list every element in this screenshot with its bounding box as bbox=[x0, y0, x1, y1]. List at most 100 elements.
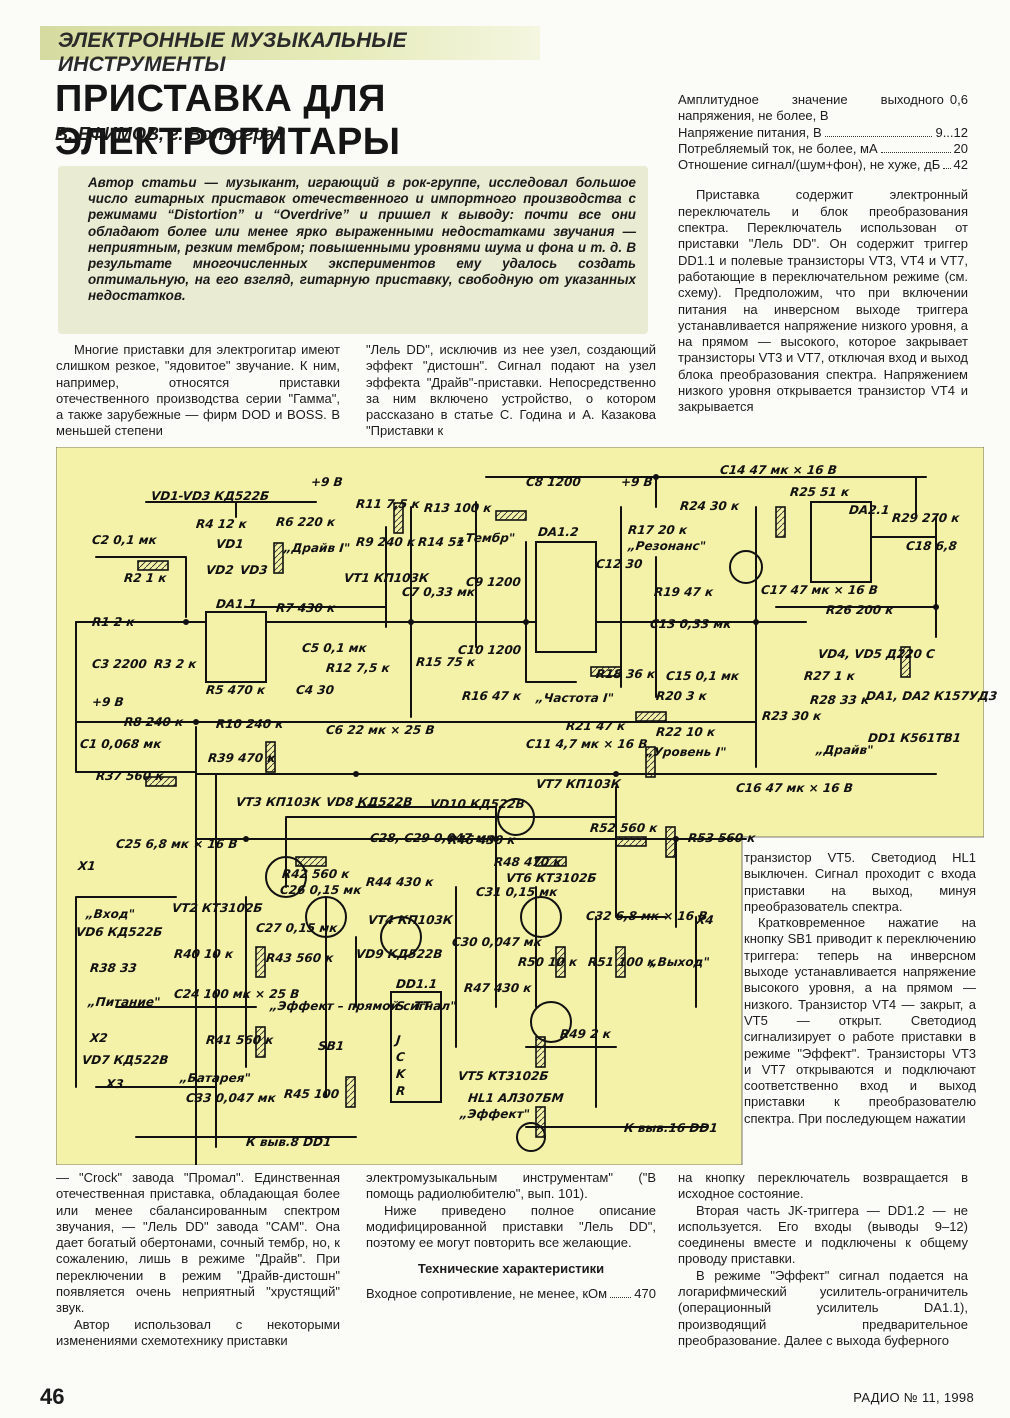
schematic-label: +9 В bbox=[620, 475, 654, 489]
schematic-label: R5 470 к bbox=[205, 683, 266, 697]
paragraph: Вторая часть JK-триггера — DD1.2 — не ис… bbox=[678, 1202, 968, 1267]
schematic-label: +9 В bbox=[91, 695, 125, 709]
column-3-bottom: на кнопку переключатель возвращается в и… bbox=[678, 1170, 968, 1349]
schematic-label: VT3 КП103К bbox=[235, 795, 322, 809]
schematic-label: C6 22 мк × 25 В bbox=[325, 723, 436, 737]
schematic-label: „Вход" bbox=[85, 907, 136, 921]
schematic-label: C31 0,15 мк bbox=[475, 885, 559, 899]
schematic-label: R25 51 к bbox=[789, 485, 850, 499]
schematic-label: DA1.2 bbox=[537, 525, 580, 539]
schematic-label: C27 0,15 мк bbox=[255, 921, 339, 935]
dd1-pin-label: TT bbox=[413, 999, 432, 1013]
schematic-label: R49 2 к bbox=[559, 1027, 612, 1041]
schematic-label: R19 47 к bbox=[653, 585, 714, 599]
paragraph: — "Crock" завода "Промал". Единственная … bbox=[56, 1170, 340, 1316]
schematic-label: „Выход" bbox=[649, 955, 711, 969]
paragraph: Приставка содержит электронный переключа… bbox=[678, 187, 968, 415]
schematic-label: C16 47 мк × 16 В bbox=[735, 781, 854, 795]
schematic-label: C14 47 мк × 16 В bbox=[719, 463, 838, 477]
spec-value: 470 bbox=[634, 1285, 656, 1301]
dd1-pin-label: S bbox=[395, 999, 406, 1013]
schematic-label: C9 1200 bbox=[465, 575, 522, 589]
schematic-label: VT1 КП103К bbox=[343, 571, 430, 585]
schematic-label: C1 0,068 мк bbox=[79, 737, 163, 751]
schematic-label: C30 0,047 мк bbox=[451, 935, 543, 949]
schematic-label: R13 100 к bbox=[423, 501, 493, 515]
schematic-label: VD4, VD5 Д220 С bbox=[817, 647, 936, 661]
schematic-label: VT2 КТ3102Б bbox=[171, 901, 264, 915]
schematic-label: К выв.16 DD1 bbox=[623, 1121, 719, 1135]
dd1-pin-label: R bbox=[395, 1084, 406, 1098]
schematic-label: „Резонанс" bbox=[627, 539, 707, 553]
article-title: ПРИСТАВКА ДЛЯ ЭЛЕКТРОГИТАРЫ bbox=[55, 78, 401, 163]
spec-dots bbox=[943, 168, 951, 170]
schematic-label: VT4 КП103К bbox=[367, 913, 454, 927]
schematic-label: C18 6,8 bbox=[905, 539, 958, 553]
schematic-label: C12 30 bbox=[595, 557, 644, 571]
spec-row: Входное сопротивление, не менее, кОм 470 bbox=[366, 1286, 656, 1302]
schematic-label: C10 1200 bbox=[457, 643, 522, 657]
schematic-label: C25 6,8 мк × 16 В bbox=[115, 837, 239, 851]
spec-value: 9...12 bbox=[935, 124, 968, 140]
schematic-label: „Частота I" bbox=[535, 691, 615, 705]
schematic-label: R7 430 к bbox=[275, 601, 336, 615]
schematic-label: R27 1 к bbox=[803, 669, 856, 683]
schematic-label: R24 30 к bbox=[679, 499, 740, 513]
spec-row: Потребляемый ток, не более, мА 20 bbox=[678, 141, 968, 157]
schematic-label: C8 1200 bbox=[525, 475, 582, 489]
spec-label: Амплитудное значение выходного напряжени… bbox=[678, 92, 944, 124]
schematic-label: R38 33 bbox=[89, 961, 138, 975]
schematic-label: VD1-VD3 КД522Б bbox=[150, 489, 270, 503]
schematic-label: R44 430 к bbox=[365, 875, 435, 889]
schematic-label: К выв.8 DD1 bbox=[245, 1135, 333, 1149]
schematic-label: R50 10 к bbox=[517, 955, 578, 969]
spec-value: 20 bbox=[953, 140, 968, 156]
schematic-label: VD1 bbox=[215, 537, 245, 551]
schematic-label: R23 30 к bbox=[761, 709, 822, 723]
schematic-label: R6 220 к bbox=[275, 515, 336, 529]
paragraph: электромузыкальным инструментам" ("В пом… bbox=[366, 1170, 656, 1202]
schematic-label: R53 560 к bbox=[687, 831, 757, 845]
schematic-label: X1 bbox=[77, 859, 97, 873]
schematic-label: R8 240 к bbox=[123, 715, 184, 729]
column-2-bottom: электромузыкальным инструментам" ("В пом… bbox=[366, 1170, 656, 1302]
paragraph: на кнопку переключатель возвращается в и… bbox=[678, 1170, 968, 1202]
section-title: ЭЛЕКТРОННЫЕ МУЗЫКАЛЬНЫЕ ИНСТРУМЕНТЫ bbox=[58, 29, 407, 76]
schematic-label: DD1.1 bbox=[395, 977, 438, 991]
spec-dots bbox=[824, 135, 933, 137]
circuit-schematic: VD1-VD3 КД522Б +9 В R11 7,5 к R13 100 к … bbox=[56, 447, 998, 1165]
schematic-label: „Тембр" bbox=[457, 531, 516, 545]
schematic-label: R43 560 к bbox=[265, 951, 335, 965]
schematic-label: VD7 КД522В bbox=[81, 1053, 170, 1067]
schematic-label: VD9 КД522В bbox=[355, 947, 444, 961]
schematic-label: R11 7,5 к bbox=[355, 497, 421, 511]
schematic-label: R28 33 к bbox=[809, 693, 870, 707]
paragraph: Многие приставки для электрогитар имеют … bbox=[56, 342, 340, 439]
schematic-label: C26 0,15 мк bbox=[279, 883, 363, 897]
schematic-label: VD6 КД522Б bbox=[75, 925, 164, 939]
schematic-label: R21 47 к bbox=[565, 719, 626, 733]
schematic-label: C17 47 мк × 16 В bbox=[760, 583, 879, 597]
schematic-label: R20 3 к bbox=[655, 689, 708, 703]
schematic-drawing bbox=[56, 447, 984, 1165]
spec-label: Входное сопротивление, не менее, кОм bbox=[366, 1285, 608, 1301]
schematic-label: VT5 КТ3102Б bbox=[457, 1069, 550, 1083]
schematic-label: DD1 К561ТВ1 bbox=[867, 731, 962, 745]
schematic-label: HL1 АЛ307БМ bbox=[467, 1091, 565, 1105]
schematic-label: R52 560 к bbox=[589, 821, 659, 835]
schematic-label: R18 36 к bbox=[595, 667, 656, 681]
schematic-label: C3 2200 bbox=[91, 657, 148, 671]
schematic-label: „Драйв" bbox=[815, 743, 875, 757]
spec-value: 0,6 bbox=[949, 92, 968, 107]
schematic-label: VD2 bbox=[205, 563, 235, 577]
spec-dots bbox=[610, 1296, 632, 1298]
schematic-label: R22 10 к bbox=[655, 725, 716, 739]
schematic-label: R26 200 к bbox=[825, 603, 895, 617]
schematic-label: „Питание" bbox=[87, 995, 162, 1009]
schematic-label: R17 20 к bbox=[627, 523, 688, 537]
schematic-label: R39 470 к bbox=[207, 751, 277, 765]
journal-issue: РАДИО № 11, 1998 bbox=[853, 1390, 974, 1405]
schematic-label: R45 100 bbox=[283, 1087, 340, 1101]
schematic-side-text: транзистор VT5. Светодиод HL1 выключен. … bbox=[744, 850, 976, 1127]
spec-label: Потребляемый ток, не более, мА bbox=[678, 140, 878, 156]
